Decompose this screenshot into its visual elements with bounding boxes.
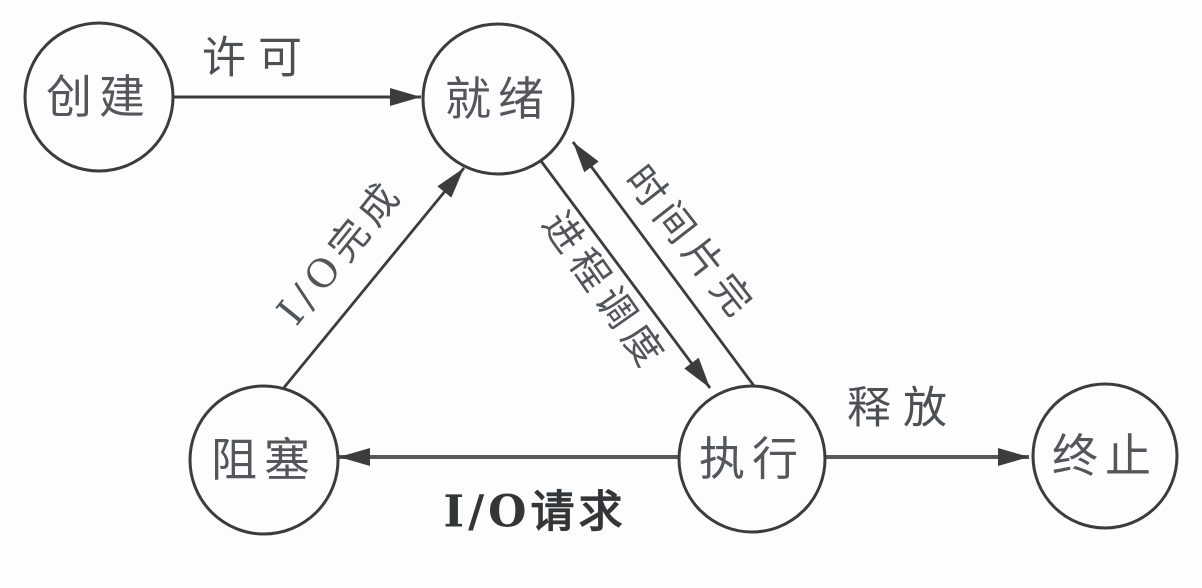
arrowhead-admit <box>390 88 421 106</box>
state-label-running: 执行 <box>699 432 805 486</box>
transition-label-release: 释放 <box>847 383 959 434</box>
state-label-create: 创建 <box>46 70 152 124</box>
arrowhead-io-request <box>339 448 370 466</box>
state-node-ready <box>421 22 575 176</box>
state-label-terminated: 终止 <box>1052 429 1158 483</box>
state-node-create <box>23 21 175 173</box>
transition-label-io-request: I/O请求 <box>444 487 627 538</box>
edge-timeslice <box>571 141 762 395</box>
arrowhead-dispatch <box>684 357 710 388</box>
arrowhead-io-complete <box>437 168 464 198</box>
edge-io-complete <box>280 167 466 391</box>
arrowhead-release <box>998 448 1029 466</box>
state-node-blocked <box>188 384 340 536</box>
state-node-running <box>677 384 827 534</box>
state-label-blocked: 阻塞 <box>211 433 317 487</box>
transition-label-admit: 许可 <box>202 33 314 84</box>
transition-label-io-complete: I/O完成 <box>269 170 413 333</box>
state-node-terminated <box>1031 382 1179 530</box>
state-label-ready: 就绪 <box>445 72 551 126</box>
edge-dispatch <box>539 160 712 389</box>
arrowhead-timeslice <box>573 142 599 173</box>
